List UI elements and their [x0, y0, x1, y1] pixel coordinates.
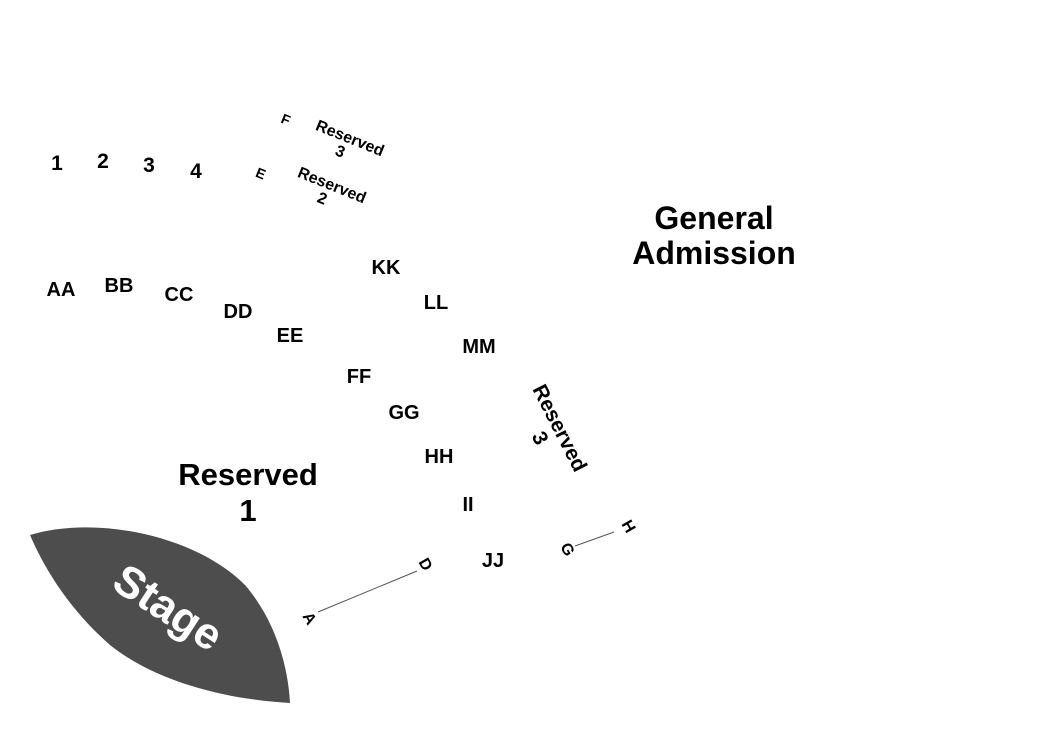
row-divider-line-g-h: [574, 531, 615, 547]
row-e-label: E: [254, 164, 269, 182]
section-reserved-2-top-line1: Reserved: [295, 164, 368, 207]
row-ll-label: LL: [424, 292, 448, 314]
row-jj-label: JJ: [482, 550, 504, 572]
row-hh-label: HH: [425, 446, 454, 468]
row-gg-label: GG: [388, 402, 419, 424]
row-ii-label: II: [462, 494, 473, 516]
stage-shape: [30, 527, 290, 703]
row-f-label: F: [279, 110, 293, 128]
row-cc-label: CC: [165, 284, 194, 306]
section-reserved-3-top-line1: Reserved: [313, 117, 386, 160]
row-2-label: 2: [97, 150, 109, 173]
section-reserved-3-side-line1: Reserved: [528, 381, 591, 476]
section-reserved-1-line2: 1: [239, 493, 256, 528]
section-reserved-3-top-line2: 3: [333, 143, 348, 162]
section-general-admission-line2: Admission: [632, 235, 796, 271]
row-dd-label: DD: [224, 301, 253, 323]
row-4-label: 4: [190, 160, 202, 183]
section-reserved-3-top: Reserved 3: [313, 117, 386, 162]
row-h-label: H: [618, 517, 639, 536]
row-divider-line-a-d: [317, 570, 418, 613]
row-kk-label: KK: [372, 257, 401, 279]
section-reserved-1-line1: Reserved: [178, 457, 318, 492]
section-general-admission-line1: General: [654, 200, 773, 236]
row-ff-label: FF: [347, 366, 371, 388]
row-ee-label: EE: [277, 325, 304, 347]
row-aa-label: AA: [47, 279, 76, 301]
row-mm-label: MM: [462, 336, 495, 358]
row-bb-label: BB: [105, 275, 134, 297]
row-a-label: A: [299, 609, 320, 628]
row-d-label: D: [415, 555, 436, 574]
row-g-label: G: [556, 540, 577, 559]
section-reserved-3-side: Reserved 3: [527, 381, 591, 476]
section-reserved-2-top-line2: 2: [315, 190, 330, 209]
row-3-label: 3: [143, 154, 155, 177]
section-reserved-2-top: Reserved 2: [295, 164, 368, 209]
row-1-label: 1: [51, 152, 63, 175]
section-reserved-3-side-line2: 3: [527, 428, 553, 449]
